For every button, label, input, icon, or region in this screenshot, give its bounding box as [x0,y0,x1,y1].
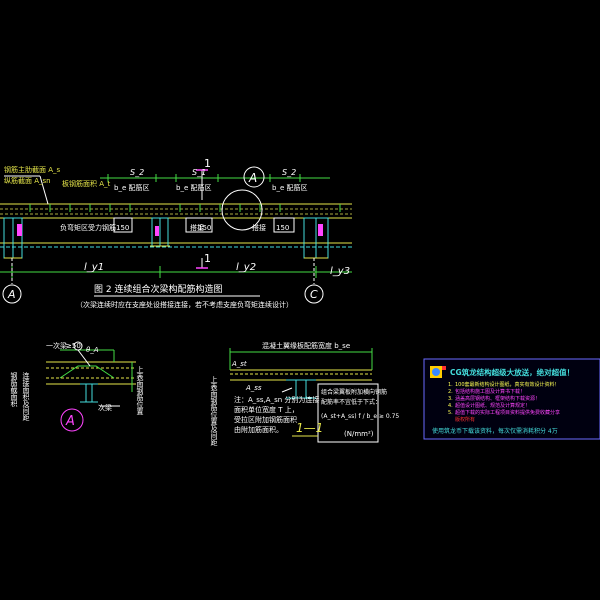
detail-a-angle: θ_A [86,346,99,354]
section-mark: 1—1 [296,421,323,435]
section-note-3: 受拉区附加钢筋面积 [234,415,297,424]
callout-left-3: 板钢筋面积 A_t [62,179,111,188]
section-note-4: 由附加筋面积。 [234,425,283,434]
mid-label-3: 搭接 [252,223,266,232]
section-note-2: 面积单位宽度 T 上， [234,405,299,414]
svg-text:3.: 3. [448,396,453,402]
formula-line-2: 配筋率不宜低于下式： [321,398,381,406]
main-elevation: 1 1 A l_y1 l_y2 l_y3 A C [0,157,352,309]
detail-a-leader: 一次梁 [46,341,67,350]
span-label-3: l_y3 [330,266,350,277]
formula-line-3: (A_st+A_ss) f / b_e ≥ 0.75 [321,413,399,420]
slab [0,203,352,219]
svg-text:2.: 2. [448,389,453,395]
drawing-subtitle: （次梁连续时应在支座处设搭接连接，若不考虑支座负弯矩连续设计） [76,300,293,309]
panel-logo [430,366,446,378]
detail-a-left-2: 连接面积及间距 [22,371,30,421]
formula-line-4: (N/mm²) [344,430,374,438]
zone-label-1: 150 [116,224,129,232]
drawing-title: 图 2 连续组合次梁构配筋构造图 [94,283,222,295]
detail-a: ≥50 θ_A 一次梁 钢筋截面积 连接面积及间距 上表面钢筋位置 次梁 A [10,341,144,432]
zone-label-2: 150 [198,224,211,232]
callout-top-1: b_e 配筋区 [114,183,149,192]
detail-callout: A [221,166,265,231]
section-label-ass: A_ss [245,384,262,392]
panel-item-3: 涵盖高层钢结构、框架结构下载资源！ [455,395,540,402]
detail-a-mark: A [65,414,75,429]
callout-left-2: 纵筋截面 A_sn [4,176,51,185]
section-vertical-label: 上表面钢筋位置及间距 [210,375,218,446]
zone-label-3: 150 [276,224,289,232]
spacing-zones [113,217,295,233]
svg-text:4.: 4. [448,403,453,409]
section-note-1: 注：A_ss,A_sn 分别为连接 [234,395,319,404]
beam-soffit [0,242,352,248]
panel-footer: 使用筑龙币下载该资料，每次仅需消耗积分 4万 [432,427,558,435]
top-callouts: b_e 配筋区 b_e 配筋区 b_e 配筋区 S_2 S_1 S_2 [114,168,307,192]
panel-item-2: 包括结构施工图及计算书下载！ [455,388,525,395]
detail-a-dim: ≥50 [66,342,81,350]
grid-label-c: C [310,288,318,301]
left-callouts: 钢筋主肋截面 A_s 纵筋截面 A_sn 板钢筋面积 A_t [4,165,111,205]
spacing-label-2: S_1 [192,168,206,177]
panel-item-4: 超值设计图纸、规范及计算规定！ [455,402,530,409]
panel-title: CG筑龙结构超级大放送，绝对超值！ [450,367,574,377]
mid-label-2: 搭接 [190,223,204,232]
panel-item-5: 超值下载的实际工程项目资料提供免费收藏分享 [455,409,560,416]
section-mark-top: 1 1 [196,157,211,269]
section-label-ast: A_st [231,360,247,368]
panel-item-1: 100套最新结构设计图纸，真实有效设计资料！ [455,381,560,388]
panel-item-6: 版权所有 [455,416,475,423]
detail-a-right-1: 上表面钢筋位置 [136,365,144,415]
grid-label-a: A [7,288,16,301]
spacing-label-3: S_2 [282,168,296,177]
section-label-bottom: 1 [204,252,211,265]
section-label-top: 1 [204,157,211,170]
panel-bullets: 1. 2. 3. 4. 5. [448,382,453,416]
callout-top-2: b_e 配筋区 [176,183,211,192]
support-mid2 [303,217,329,259]
span-dimensions [0,266,352,278]
formula-line-1: 组合梁翼板附加横向钢筋 [321,388,387,396]
spacing-label-1: S_2 [130,168,144,177]
shear-studs [29,204,341,212]
detail-mark-main: A [248,171,257,185]
mid-label-1: 负弯矩区受力钢筋 [60,223,116,232]
svg-text:1.: 1. [448,382,453,388]
section-top-label: 混凝土翼缘板配筋宽度 b_se [262,341,350,350]
grid-axes [2,258,324,304]
section-1-1: 混凝土翼缘板配筋宽度 b_se A_st A_ss 上表面钢筋位置及间距 注：A… [210,341,399,446]
detail-a-right-2: 次梁 [98,403,112,412]
detail-a-left-1: 钢筋截面积 [10,371,18,408]
top-dimensions [100,174,330,182]
callout-left-1: 钢筋主肋截面 A_s [4,165,61,174]
span-label-2: l_y2 [236,262,256,273]
support-mid1 [150,217,170,247]
support-left [3,217,23,259]
callout-top-3: b_e 配筋区 [272,183,307,192]
span-label-1: l_y1 [84,262,104,273]
svg-text:5.: 5. [448,410,453,416]
info-panel: CG筑龙结构超级大放送，绝对超值！ 1. 2. 3. 4. 5. 100套最新结… [423,358,600,440]
